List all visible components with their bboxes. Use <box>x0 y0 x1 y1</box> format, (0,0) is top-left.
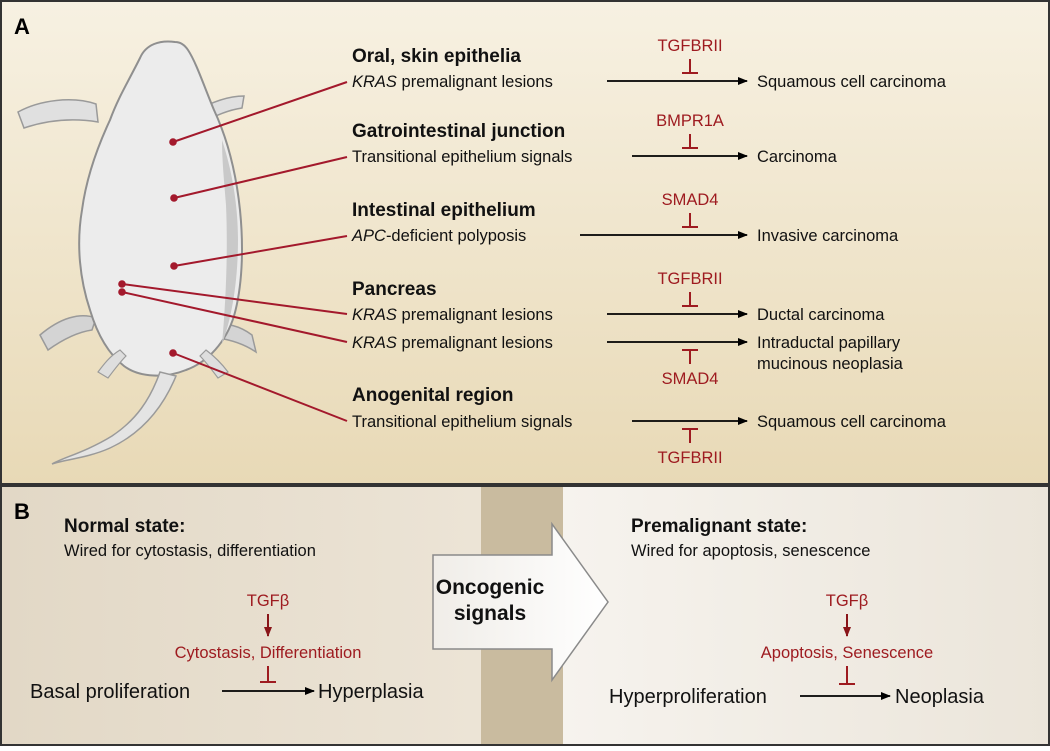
panel-b-border <box>0 485 1050 746</box>
row-condition-rest: premalignant lesions <box>397 73 553 91</box>
row-anogenital: Anogenital region Transitional epitheliu… <box>352 385 947 467</box>
row-condition: KRAS premalignant lesions <box>352 73 553 91</box>
pointer-dot-intestinal <box>170 262 178 270</box>
pointer-dot-gi-junction <box>170 194 178 202</box>
pointer-line-gi-junction <box>173 156 348 199</box>
big-arrow-shape <box>432 521 609 683</box>
pointer-dot-anogenital <box>169 349 177 357</box>
row-inhibitor: BMPR1A <box>656 112 724 130</box>
inhibition-bar <box>682 349 698 364</box>
normal-state: Normal state: Wired for cytostasis, diff… <box>30 516 424 703</box>
pointer-line-anogenital <box>172 352 348 422</box>
pointer-dots <box>118 138 178 357</box>
row-heading: Anogenital region <box>352 385 514 406</box>
normal-signal: TGFβ <box>247 592 289 610</box>
row-condition-rest: -deficient polyposis <box>386 227 526 245</box>
row-intestinal: Intestinal epithelium APC-deficient poly… <box>351 191 899 245</box>
premalignant-from: Hyperproliferation <box>609 686 767 708</box>
row-condition: Transitional epithelium signals <box>352 413 572 431</box>
panel-a-label: A <box>14 14 30 39</box>
inhibition-bar <box>682 59 698 74</box>
inhibition-bar <box>682 292 698 307</box>
row-condition: KRAS premalignant lesions <box>352 306 553 324</box>
arrow-label-line1: Oncogenic <box>436 576 545 599</box>
row-inhibitor: TGFBRII <box>657 37 722 55</box>
row-condition: Transitional epithelium signals <box>352 148 572 166</box>
panel-b-right-background <box>563 486 1049 745</box>
pointer-line-pancreas-2 <box>121 291 348 343</box>
normal-state-subtitle: Wired for cytostasis, differentiation <box>64 542 316 560</box>
row-outcome: Squamous cell carcinoma <box>757 73 947 91</box>
normal-response: Cytostasis, Differentiation <box>175 644 362 662</box>
panel-b-label: B <box>14 499 30 524</box>
inhibition-bar <box>682 428 698 443</box>
row-condition-rest: Transitional epithelium signals <box>352 413 572 431</box>
pointer-dot-pancreas-1 <box>118 280 126 288</box>
panel-b-left-background <box>1 486 481 745</box>
inhibition-bar <box>682 134 698 149</box>
row-condition: KRAS premalignant lesions <box>352 334 553 352</box>
normal-inhibition-bar <box>260 666 276 683</box>
premalignant-to: Neoplasia <box>895 686 985 708</box>
row-inhibitor: SMAD4 <box>662 191 719 209</box>
row-condition-italic: KRAS <box>352 73 397 91</box>
row-pancreas: Pancreas KRAS premalignant lesions TGFBR… <box>352 270 885 324</box>
row-gi-junction: Gatrointestinal junction Transitional ep… <box>352 112 838 166</box>
pointer-line-oral <box>172 81 348 143</box>
pointer-line-intestinal <box>173 235 348 267</box>
row-condition-italic: KRAS <box>352 334 397 352</box>
premalignant-response: Apoptosis, Senescence <box>761 644 933 662</box>
premalignant-state-title: Premalignant state: <box>631 516 807 537</box>
row-inhibitor: TGFBRII <box>657 270 722 288</box>
pointer-lines <box>121 81 348 422</box>
row-heading: Oral, skin epithelia <box>352 46 521 67</box>
row-condition-italic: APC <box>351 227 386 245</box>
row-condition-italic: KRAS <box>352 306 397 324</box>
row-heading: Intestinal epithelium <box>352 200 536 221</box>
row-condition-rest: premalignant lesions <box>397 306 553 324</box>
normal-state-title: Normal state: <box>64 516 185 537</box>
row-outcome: Squamous cell carcinoma <box>757 413 947 431</box>
row-oral-skin: Oral, skin epithelia KRAS premalignant l… <box>352 37 947 91</box>
pointer-dot-oral <box>169 138 177 146</box>
premalignant-state: Premalignant state: Wired for apoptosis,… <box>609 516 985 708</box>
row-outcome: Invasive carcinoma <box>757 227 899 245</box>
row-inhibitor: TGFBRII <box>657 449 722 467</box>
row-outcome: Ductal carcinoma <box>757 306 885 324</box>
row-heading: Pancreas <box>352 279 437 300</box>
row-outcome: Carcinoma <box>757 148 838 166</box>
inhibition-bar <box>682 213 698 228</box>
oncogenic-signals-arrow: Oncogenic signals <box>432 521 609 683</box>
row-condition-rest: Transitional epithelium signals <box>352 148 572 166</box>
row-inhibitor: SMAD4 <box>662 370 719 388</box>
row-outcome-line2: mucinous neoplasia <box>757 355 904 373</box>
row-heading: Gatrointestinal junction <box>352 121 565 142</box>
premalignant-state-subtitle: Wired for apoptosis, senescence <box>631 542 870 560</box>
pointer-dot-pancreas-2 <box>118 288 126 296</box>
row-condition-rest: premalignant lesions <box>397 334 553 352</box>
pointer-line-pancreas-1 <box>121 283 348 315</box>
premalignant-inhibition-bar <box>839 666 855 685</box>
normal-to: Hyperplasia <box>318 681 424 703</box>
premalignant-signal: TGFβ <box>826 592 868 610</box>
normal-from: Basal proliferation <box>30 681 190 703</box>
row-condition: APC-deficient polyposis <box>351 227 526 245</box>
row-pancreas-ipmn: KRAS premalignant lesions SMAD4 Intraduc… <box>352 334 904 388</box>
row-outcome-line1: Intraductal papillary <box>757 334 901 352</box>
arrow-label-line2: signals <box>454 602 526 625</box>
